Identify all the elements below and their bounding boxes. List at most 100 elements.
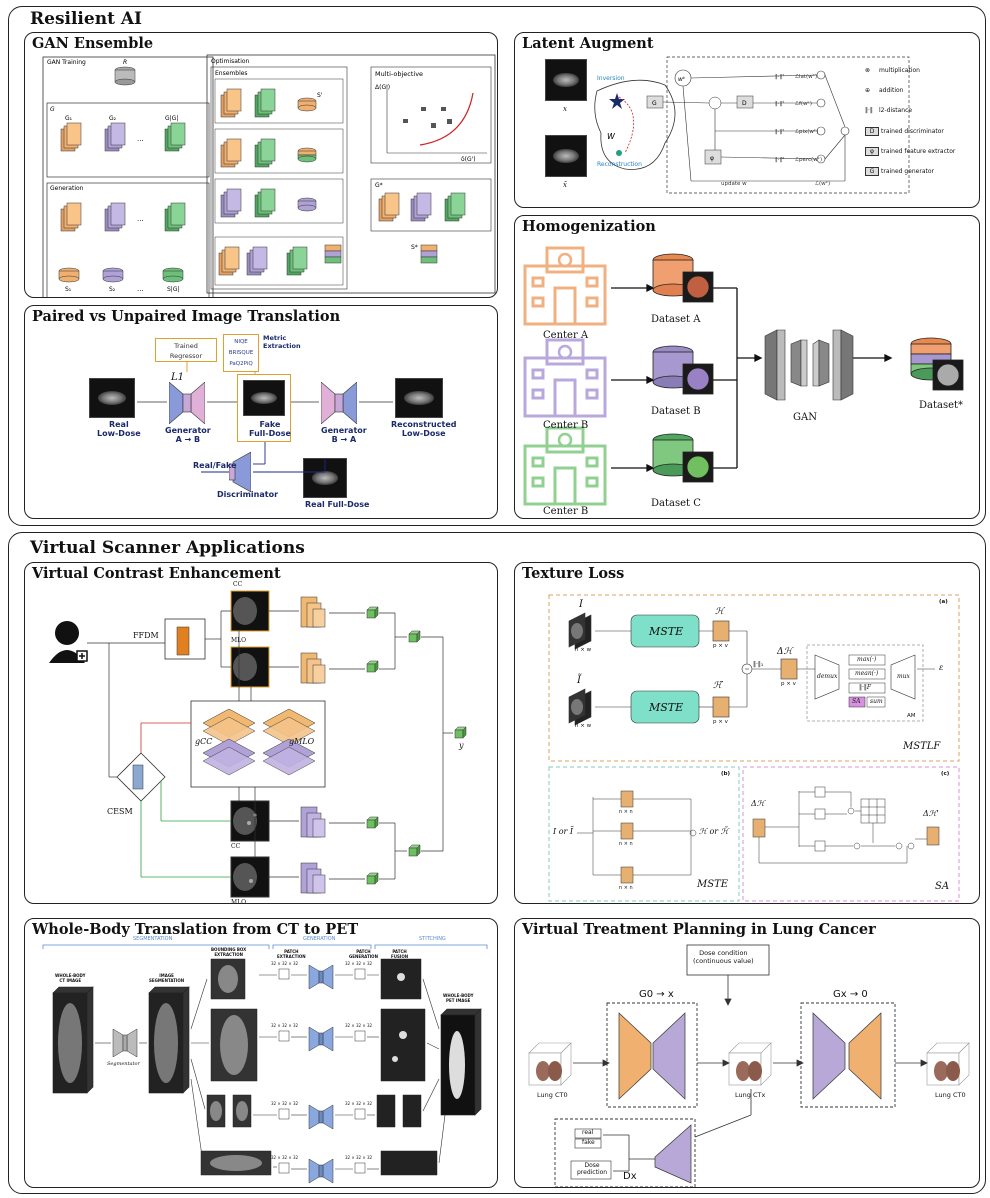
discriminator-icon (229, 452, 251, 492)
svg-text:...: ... (137, 135, 144, 143)
vtp-diagram (528, 944, 970, 1187)
homogenization-title: Homogenization (522, 218, 656, 235)
latent-augment-title: Latent Augment (522, 35, 654, 52)
legend-multiplication: ⊗multiplication (865, 67, 977, 87)
c-marker: (c) (941, 771, 950, 777)
dose-condition-label: Dose condition (continuous value) (693, 949, 754, 965)
am-label: AM (907, 713, 916, 719)
svg-text:Generation: Generation (50, 185, 84, 192)
loss-f: ℒf(wᵏ) (795, 100, 812, 107)
gx0-label: Gx → 0 (833, 989, 868, 1000)
patch-extraction-label: PATCH EXTRACTION (277, 949, 306, 959)
resilient-ai-section (8, 6, 986, 526)
ffdm-label: FFDM (133, 631, 159, 640)
op-max: max(·) (857, 656, 877, 663)
svg-text:wᵏ: wᵏ (678, 76, 686, 83)
cc-top-label: CC (233, 581, 243, 588)
wb-pet-label: WHOLE-BODY PET IMAGE (443, 993, 474, 1003)
dataset-b-label: Dataset B (651, 406, 701, 417)
virtual-scanner-section (8, 532, 986, 1194)
mlo-top-label: MLO (231, 637, 247, 644)
mste-sub-label: MSTE (697, 879, 729, 890)
svg-text:...: ... (137, 285, 144, 293)
dataset-c-label: Dataset C (651, 498, 701, 509)
svg-text:S*: S* (411, 244, 418, 251)
nxn-1: n × n (619, 809, 633, 815)
resilient-ai-title: Resilient AI (30, 9, 142, 29)
homogenization-diagram (523, 246, 964, 506)
svg-text:R: R (123, 59, 127, 66)
svg-text:‖·‖²: ‖·‖² (775, 156, 784, 163)
gan-label: GAN (793, 412, 817, 423)
mste-bottom-label: MSTE (649, 701, 684, 714)
op-mean: mean(·) (855, 670, 879, 677)
ct-pet-panel: Whole-Body Translation from CT to PET (24, 918, 498, 1188)
reconstructed-image (395, 378, 443, 418)
norm-label: ‖·‖₁ (753, 661, 764, 668)
svg-text:‖·‖²: ‖·‖² (775, 73, 784, 80)
dose-prediction-label: Dose prediction (577, 1162, 608, 1176)
i-tilde-label: Ĩ (577, 675, 581, 686)
nxn-3: n × n (619, 885, 633, 891)
texture-loss-diagram (548, 594, 960, 902)
op-frobenius: ‖·‖F (859, 684, 872, 691)
dataset-a-label: Dataset A (651, 314, 701, 325)
hxw-bottom: h × w (575, 723, 592, 729)
generator-ba-icon (321, 382, 357, 424)
fake-full-dose-label: Fake Full-Dose (249, 420, 291, 438)
center-c-label: Center B (543, 506, 589, 517)
stage-stitching: STITCHING (419, 936, 446, 942)
legend-symbol: φ (865, 147, 879, 156)
legend-text: addition (879, 87, 904, 94)
pxv-top: p × v (713, 643, 728, 649)
svg-text:G: G (50, 106, 55, 113)
stage-segmentation: SEGMENTATION (133, 936, 173, 942)
real-full-dose-label: Real Full-Dose (305, 500, 370, 509)
svg-text:G: G (652, 100, 657, 107)
l1-label: L1 (171, 372, 185, 383)
metric-extraction-label: Metric Extraction (263, 334, 301, 350)
b-marker: (b) (721, 771, 730, 777)
fake-full-dose-frame (237, 374, 291, 442)
real-low-dose-label: Real Low-Dose (97, 420, 141, 438)
metric-niqe: NIQE (234, 339, 248, 345)
svg-text:G|G|: G|G| (165, 115, 178, 122)
gmlo-label: gMLO (289, 737, 315, 746)
epsilon-label: ε (939, 663, 944, 672)
latent-legend: ⊗multiplication ⊕ addition ‖·‖l2-distance… (865, 67, 977, 187)
total-loss-label: ℒ(wᵏ) (815, 180, 830, 187)
gan-ensemble-title: GAN Ensemble (32, 35, 154, 52)
update-w-label: update w (721, 181, 747, 187)
i-or-label: I or Ĩ (553, 827, 574, 836)
cesm-label: CESM (107, 807, 133, 816)
homogenization-panel: Homogenization (514, 215, 980, 519)
legend-symbol: G (865, 167, 879, 176)
legend-symbol: ⊕ (865, 87, 871, 94)
i-label: I (579, 599, 583, 610)
vce-diagram (49, 590, 467, 898)
svg-text:Ensembles: Ensembles (215, 70, 248, 77)
dim-2: 32 × 32 × 32 (345, 961, 373, 966)
input-x-image (545, 59, 587, 101)
svg-text:S': S' (317, 92, 323, 99)
metric-paq2piq: PaQ2PiQ (229, 361, 253, 367)
fake-label: fake (582, 1139, 595, 1146)
legend-symbol: ‖·‖ (865, 107, 873, 114)
virtual-scanner-title: Virtual Scanner Applications (30, 538, 305, 558)
svg-text:G*: G* (375, 182, 383, 189)
dh-prime-label: Δℋ' (923, 809, 939, 818)
trained-regressor-box: Trained Regressor (155, 338, 217, 362)
paired-unpaired-title: Paired vs Unpaired Image Translation (32, 308, 341, 325)
paired-unpaired-panel: Paired vs Unpaired Image Translation Tra… (24, 305, 498, 519)
legend-distance: ‖·‖l2-distance (865, 107, 977, 127)
g0x-label: G0 → x (639, 989, 674, 1000)
dataset-star-label: Dataset* (919, 400, 964, 411)
vtp-title: Virtual Treatment Planning in Lung Cance… (522, 921, 876, 938)
lung-ct0-label: Lung CT0 (537, 1091, 568, 1099)
